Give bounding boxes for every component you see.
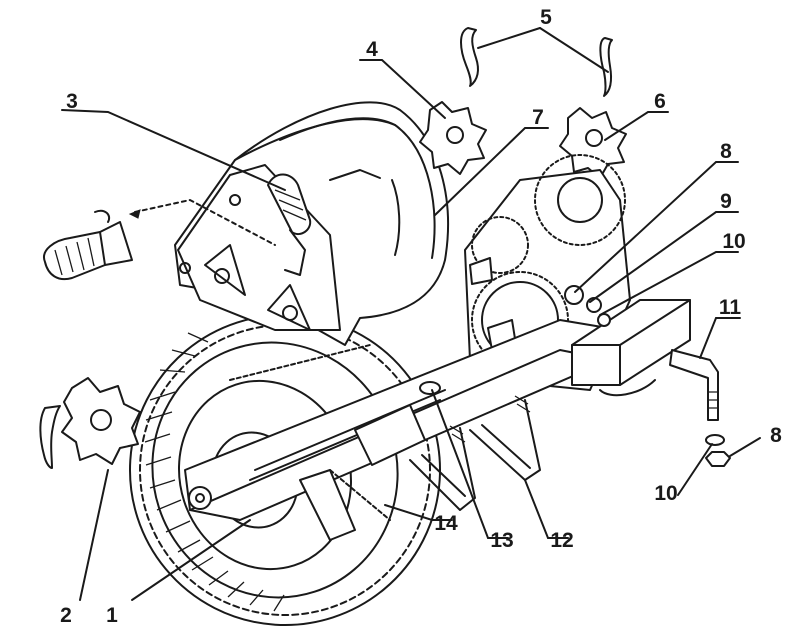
motor-housing-seam: [279, 117, 396, 141]
shaft-end: [469, 257, 493, 285]
callout-8b: 8: [770, 424, 782, 447]
lower-bracket-bolt: [282, 305, 298, 321]
top-gear-hub: [557, 177, 603, 223]
callout-9: 9: [720, 190, 732, 213]
sleeve-bracket: [599, 379, 656, 397]
cotter-pin-5-right: [599, 37, 613, 97]
leader-5b: [539, 27, 609, 73]
callout-14: 14: [434, 512, 458, 535]
sprocket-6: [559, 107, 627, 179]
leader-10b: [677, 443, 713, 496]
washer-nut-lower: [705, 434, 731, 467]
frame-sleeve: [571, 299, 691, 397]
chain-14: [229, 344, 391, 541]
callout-10a: 10: [722, 230, 745, 253]
cover-screw: [229, 194, 241, 206]
leader-8a: [574, 161, 739, 293]
leader-12: [524, 479, 569, 539]
grip-clip: [94, 209, 111, 223]
leader-6: [604, 111, 669, 141]
callout-7: 7: [532, 106, 544, 129]
cotter-pin-left: [39, 405, 61, 469]
leader-lines: [61, 27, 761, 601]
motor-housing-highlight: [391, 179, 401, 256]
callout-2: 2: [60, 604, 72, 627]
cotter-pin-5-left: [460, 27, 479, 87]
motor-housing: [174, 101, 449, 346]
leader-13: [431, 389, 509, 539]
leader-2: [79, 469, 109, 601]
callout-10b: 10: [654, 482, 677, 505]
callout-3: 3: [66, 90, 78, 113]
callout-8a: 8: [720, 140, 732, 163]
grip-clamp: [99, 221, 133, 266]
sprocket-2: [61, 377, 141, 465]
callout-1: 1: [106, 604, 118, 627]
leader-5a: [477, 27, 541, 49]
callout-4: 4: [366, 38, 378, 61]
leader-3: [61, 109, 286, 191]
callout-12: 12: [550, 529, 573, 552]
sprocket-4: [419, 101, 487, 175]
u-clamp-13: [409, 425, 476, 511]
leader-10a: [599, 251, 739, 316]
top-gear: [534, 154, 626, 246]
u-clamp-12: [469, 395, 541, 481]
leader-11: [699, 317, 741, 359]
callout-11: 11: [719, 296, 742, 319]
motor-housing-rib: [329, 169, 381, 181]
grip-arrow: [128, 209, 141, 219]
callout-5: 5: [540, 6, 552, 29]
small-gear: [471, 216, 529, 274]
grip-direction-line: [134, 198, 276, 246]
leader-7: [434, 127, 549, 216]
axle-pin-11: [669, 349, 719, 421]
callout-labels: 1 2 3 4 5 6 7 8 8 9 10 10 11 12 13 14: [60, 6, 782, 627]
leader-9: [589, 211, 739, 303]
callout-13: 13: [490, 529, 513, 552]
handle-grip: [267, 173, 312, 236]
tire-tread-hatching: [144, 332, 285, 612]
chain-tensioner: [299, 469, 356, 541]
frame-clamp: [354, 404, 426, 466]
leader-14: [384, 504, 453, 521]
leader-1: [131, 519, 251, 601]
cover-screw-2: [179, 262, 191, 274]
leader-8b: [729, 437, 761, 457]
switch-mount: [284, 229, 306, 276]
bracket-bolt: [214, 268, 230, 284]
leader-4: [359, 59, 446, 119]
frame-bolt-hole: [419, 381, 441, 395]
bracket-bolts: [564, 285, 611, 327]
callout-6: 6: [654, 90, 666, 113]
triangle-bracket-upper: [204, 244, 246, 296]
axle-end-bolt: [188, 486, 212, 510]
detached-grip: [43, 198, 276, 281]
